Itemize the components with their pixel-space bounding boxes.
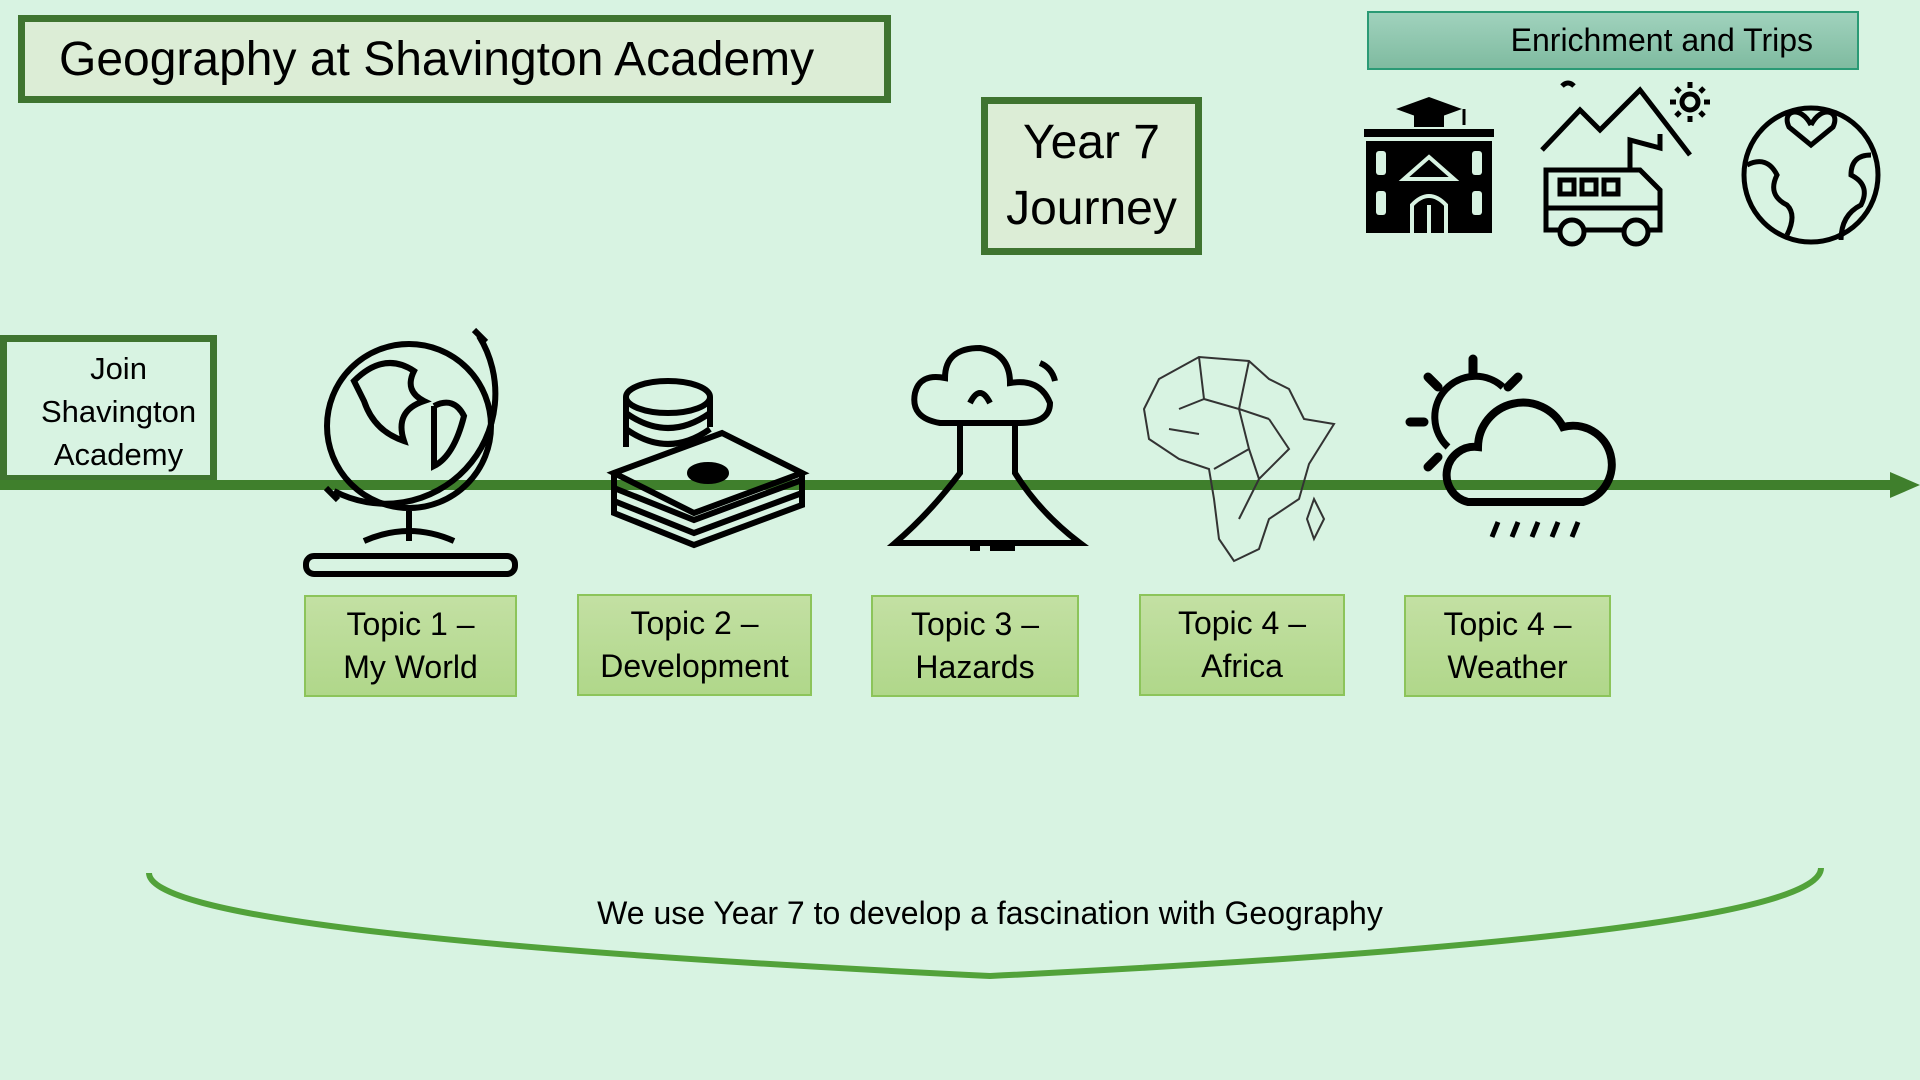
page-title: Geography at Shavington Academy (18, 15, 891, 103)
join-academy-start-box: Join Shavington Academy (0, 335, 217, 482)
topic-number: Topic 2 – (630, 605, 759, 641)
topic-2-development: Topic 2 – Development (577, 594, 812, 696)
topic-number: Topic 4 – (1443, 606, 1572, 642)
topic-name: Weather (1447, 649, 1568, 685)
topic-number: Topic 3 – (910, 606, 1040, 642)
year-7-journey-box: Year 7 Journey (981, 97, 1202, 255)
topic-4-weather: Topic 4 – Weather (1404, 595, 1611, 697)
summary-caption: We use Year 7 to develop a fascination w… (597, 895, 1383, 931)
weather-icon (1405, 354, 1616, 538)
globe-heart-icon (1741, 105, 1881, 245)
africa-map-icon (1142, 355, 1336, 563)
journey-label: Journey (1006, 182, 1177, 235)
campervan-trip-icon (1540, 80, 1710, 247)
topic-1-my-world: Topic 1 – My World (304, 595, 517, 697)
year-label: Year 7 (1022, 116, 1160, 169)
join-label-line: Join (90, 351, 147, 386)
school-building-icon (1364, 97, 1494, 233)
topic-name: My World (343, 649, 478, 685)
topic-name: Hazards (915, 649, 1035, 685)
volcano-icon (886, 344, 1089, 551)
enrichment-trips-banner: Enrichment and Trips (1367, 11, 1859, 70)
topic-name: Development (600, 648, 789, 684)
globe-icon (303, 327, 518, 577)
money-icon (606, 378, 810, 549)
topic-name: Africa (1201, 648, 1283, 684)
enrichment-label: Enrichment and Trips (1510, 22, 1813, 58)
topic-number: Topic 4 – (1177, 605, 1307, 641)
topic-3-hazards: Topic 3 – Hazards (871, 595, 1079, 697)
topic-number: Topic 1 – (346, 606, 475, 642)
topic-4-africa: Topic 4 – Africa (1139, 594, 1345, 696)
join-label-line: Academy (53, 437, 184, 472)
join-label-line: Shavington (40, 394, 197, 429)
page-title-text: Geography at Shavington Academy (59, 32, 815, 86)
